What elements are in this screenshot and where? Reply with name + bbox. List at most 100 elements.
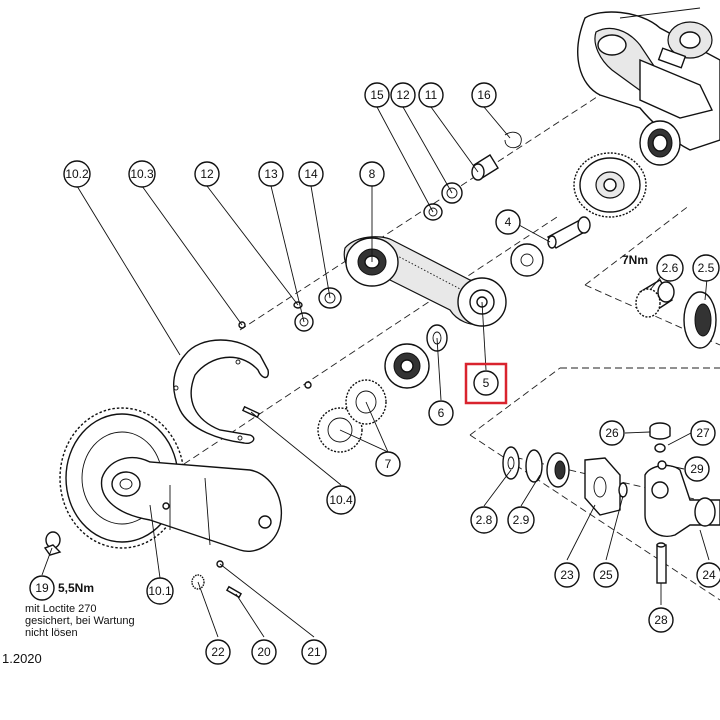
bearing-2-5 <box>683 291 717 349</box>
date-fragment: 1.2020 <box>2 651 42 666</box>
callout-25: 25 <box>593 562 619 588</box>
callout-20: 20 <box>251 639 277 665</box>
callout-15: 15 <box>364 82 390 108</box>
callout-10-2: 10.2 <box>63 160 91 188</box>
sleeve-11 <box>471 154 499 181</box>
svg-text:7: 7 <box>385 457 392 471</box>
note-line-1: mit Loctite 270 <box>25 603 97 615</box>
callout-12-lower: 12 <box>194 161 220 187</box>
svg-text:10.1: 10.1 <box>148 584 172 598</box>
torque-label-screw-19: 5,5Nm <box>58 581 94 595</box>
callout-28: 28 <box>648 607 674 633</box>
callouts: 15 12 11 16 10.2 10.3 12 13 14 8 4 2.6 2… <box>29 82 720 665</box>
highlight-box-callout-5 <box>464 362 508 405</box>
leader-lines <box>41 106 710 638</box>
callout-12-upper: 12 <box>390 82 416 108</box>
housing-24 <box>644 464 720 537</box>
callout-21: 21 <box>301 639 327 665</box>
callout-23: 23 <box>554 562 580 588</box>
svg-text:16: 16 <box>477 88 491 102</box>
spring-27 <box>654 443 666 453</box>
belt-drive-8 <box>343 236 507 327</box>
svg-text:25: 25 <box>599 568 613 582</box>
bearing-housing <box>639 120 681 166</box>
callout-11: 11 <box>418 82 444 108</box>
svg-text:20: 20 <box>257 645 271 659</box>
note-line-2: gesichert, bei Wartung <box>25 615 135 627</box>
callout-26: 26 <box>599 420 625 446</box>
svg-text:23: 23 <box>560 568 574 582</box>
bearing-large <box>384 343 430 389</box>
svg-text:10.2: 10.2 <box>65 167 89 181</box>
callout-2-9: 2.9 <box>507 506 535 534</box>
svg-text:26: 26 <box>605 426 619 440</box>
callout-14: 14 <box>298 161 324 187</box>
disk-2-8 <box>502 446 520 480</box>
callout-13: 13 <box>258 161 284 187</box>
svg-text:6: 6 <box>438 406 445 420</box>
cap-26 <box>649 422 671 440</box>
callout-29: 29 <box>684 456 710 482</box>
callout-7: 7 <box>375 451 401 477</box>
svg-text:12: 12 <box>396 88 410 102</box>
oring-25 <box>618 482 628 498</box>
pin-20 <box>225 585 243 599</box>
svg-text:13: 13 <box>264 167 278 181</box>
ball-29 <box>657 460 667 470</box>
callout-5: 5 <box>473 370 499 396</box>
svg-text:19: 19 <box>35 581 49 595</box>
svg-text:29: 29 <box>690 462 704 476</box>
svg-text:5: 5 <box>483 376 490 390</box>
needle-bearing-7 <box>317 379 387 453</box>
callout-27: 27 <box>690 420 716 446</box>
svg-text:8: 8 <box>369 167 376 181</box>
shaft-4 <box>546 216 591 249</box>
callout-19: 19 <box>29 575 55 601</box>
pin-28 <box>656 542 667 584</box>
svg-text:11: 11 <box>425 88 438 102</box>
screw-19 <box>43 531 62 556</box>
svg-text:2.6: 2.6 <box>662 261 679 275</box>
clip-16 <box>504 131 522 149</box>
svg-text:12: 12 <box>200 167 214 181</box>
loctite-note: mit Loctite 270 gesichert, bei Wartung n… <box>25 603 135 639</box>
svg-text:2.8: 2.8 <box>476 513 493 527</box>
svg-text:28: 28 <box>654 613 668 627</box>
callout-10-3: 10.3 <box>128 160 156 188</box>
svg-text:22: 22 <box>211 645 225 659</box>
svg-text:10.4: 10.4 <box>329 493 353 507</box>
svg-text:15: 15 <box>370 88 384 102</box>
pinion-2-6 <box>635 279 675 318</box>
callout-2-5: 2.5 <box>692 254 720 282</box>
callout-24: 24 <box>696 562 720 588</box>
callout-8: 8 <box>359 161 385 187</box>
svg-text:2.9: 2.9 <box>513 513 530 527</box>
cover-plate-10-2 <box>173 339 270 445</box>
callout-2-8: 2.8 <box>470 506 498 534</box>
bevel-gear <box>573 152 647 218</box>
callout-10-1: 10.1 <box>146 577 174 605</box>
svg-text:27: 27 <box>696 426 710 440</box>
callout-2-6: 2.6 <box>656 254 684 282</box>
svg-text:10.3: 10.3 <box>130 167 154 181</box>
callout-10-4: 10.4 <box>326 485 356 515</box>
screw-10-4-a <box>304 381 312 389</box>
callout-22: 22 <box>205 639 231 665</box>
torque-label-7nm: 7Nm <box>622 253 648 267</box>
svg-text:21: 21 <box>307 645 321 659</box>
bearing-2-9 <box>546 452 570 488</box>
svg-text:4: 4 <box>505 215 512 229</box>
callout-16: 16 <box>471 82 497 108</box>
block-23 <box>584 457 621 516</box>
callout-4: 4 <box>495 209 521 235</box>
callout-6: 6 <box>428 400 454 426</box>
svg-text:24: 24 <box>702 568 716 582</box>
gear-housing <box>577 7 720 151</box>
svg-text:2.5: 2.5 <box>698 261 715 275</box>
disk-2-9a <box>525 449 543 483</box>
note-line-3: nicht lösen <box>25 627 78 639</box>
svg-text:14: 14 <box>304 167 318 181</box>
crank-arm-10-1 <box>100 457 282 552</box>
spacer-disk <box>510 243 544 277</box>
